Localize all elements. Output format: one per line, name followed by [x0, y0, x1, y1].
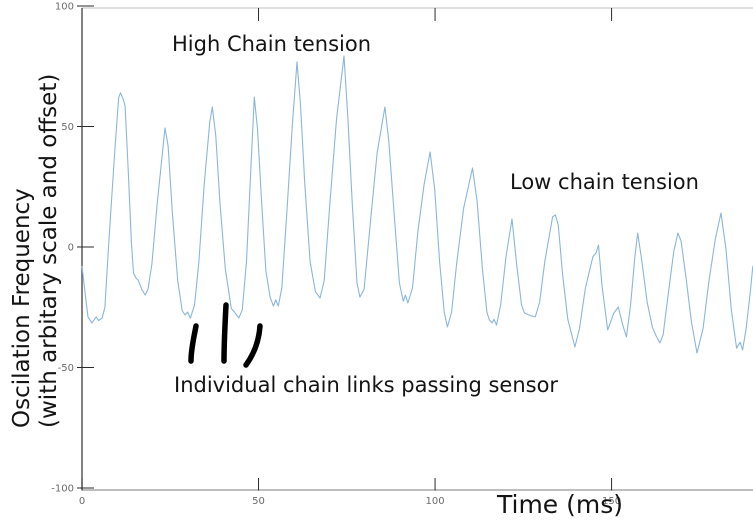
oscillation-trace [81, 55, 753, 354]
y-axis-label-line1: Oscilation Frequency [9, 188, 35, 428]
y-tick-label: 100 [55, 2, 74, 13]
chain-link-mark [243, 323, 263, 368]
y-tick-label: -100 [51, 484, 74, 495]
x-tick-label: 150 [602, 496, 621, 507]
chain-link-mark [188, 323, 199, 364]
y-tick-label: 0 [68, 243, 74, 254]
axis-ticks: 0 50 100 150 100 50 0 -50 -100 [51, 2, 621, 508]
low-tension-annotation: Low chain tension [510, 170, 699, 194]
x-tick-label: 0 [79, 496, 85, 507]
y-tick-label: 50 [61, 122, 74, 133]
y-axis-label-line2: (with arbitary scale and offset) [36, 73, 62, 428]
x-axis-label: Time (ms) [497, 490, 624, 519]
chain-link-mark [221, 302, 229, 364]
x-tick-label: 50 [252, 496, 265, 507]
high-tension-annotation: High Chain tension [172, 32, 371, 56]
chain-link-marks [188, 302, 263, 368]
y-axis-label: Oscilation Frequency (with arbitary scal… [9, 74, 63, 428]
x-tick-label: 100 [426, 496, 445, 507]
y-tick-label: -50 [58, 363, 74, 374]
chain-links-annotation: Individual chain links passing sensor [174, 373, 559, 397]
